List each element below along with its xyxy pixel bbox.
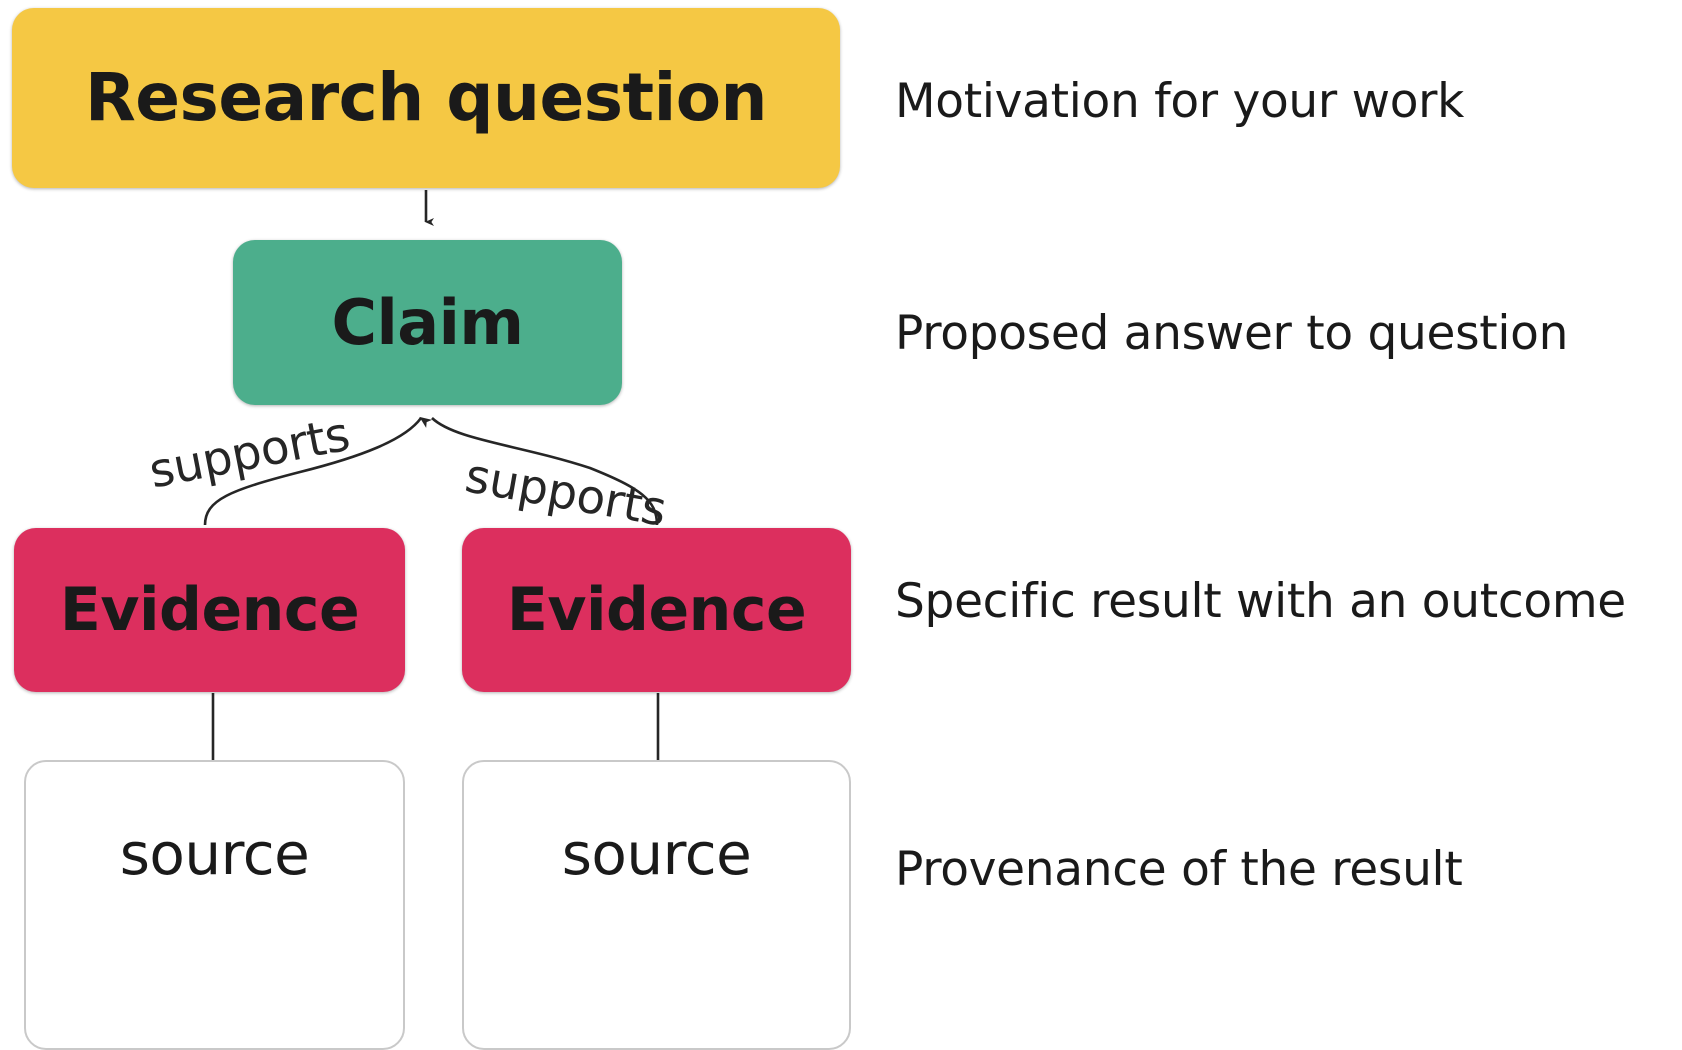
edge-label-supports-left: supports (144, 406, 355, 500)
diagram-canvas: Research question Claim Evidence Evidenc… (12, 8, 1626, 1050)
node-claim[interactable]: Claim (233, 240, 622, 405)
description-source: Provenance of the result (895, 842, 1463, 897)
description-research-question: Motivation for your work (895, 74, 1465, 129)
description-evidence: Specific result with an outcome (895, 574, 1626, 629)
description-claim: Proposed answer to question (895, 306, 1569, 361)
node-evidence-2[interactable]: Evidence (462, 528, 851, 692)
node-source-1[interactable]: source (24, 760, 405, 1050)
edge-label-supports-right: supports (461, 448, 671, 538)
node-source-2[interactable]: source (462, 760, 851, 1050)
node-research-question[interactable]: Research question (12, 8, 840, 188)
node-evidence-1[interactable]: Evidence (14, 528, 405, 692)
